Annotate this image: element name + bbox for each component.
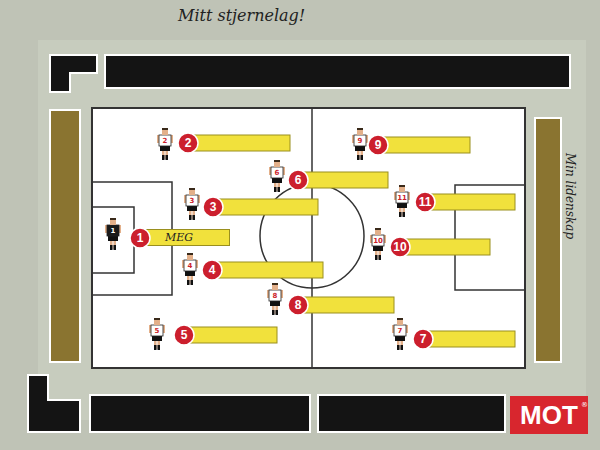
centre-line [311,108,313,368]
number-circle: 6 [287,169,309,191]
logo-box: MOT [510,396,588,434]
shirt-number: 4 [188,262,193,269]
player-figure [182,253,198,285]
stand [318,395,505,432]
name-bar [378,137,470,153]
player-figure [269,160,285,192]
stand [535,118,561,362]
stand [105,55,570,88]
stand [50,110,80,362]
player-figure [392,318,408,350]
player-number: 9 [375,139,382,151]
player-number: 1 [137,232,144,244]
player-number: 3 [210,201,217,213]
name-bar [184,327,277,343]
name-bar [400,239,490,255]
shirt-number: 3 [190,197,195,204]
shirt-number: 10 [373,237,383,244]
name-bar [423,331,515,347]
name-bar: MEG [140,229,230,246]
shirt-number: 7 [398,327,403,334]
number-circle: 2 [177,132,199,154]
title: Mitt stjernelag! [178,8,305,24]
stand [50,55,97,92]
shirt-number: 8 [273,292,278,299]
shirt-number: 11 [397,194,407,201]
player-figure [352,128,368,160]
player-figure [370,228,386,260]
player-figure [105,218,121,250]
player-number: 7 [420,333,427,345]
player-number: 11 [419,196,432,208]
number-circle: 3 [202,196,224,218]
stand [90,395,310,432]
shirt-number: 5 [155,327,160,334]
side-note: Min lidenskap [564,153,576,239]
number-circle: 11 [414,191,436,213]
player-number: 5 [181,329,188,341]
player-number: 4 [209,264,216,276]
number-circle: 8 [287,294,309,316]
goal-box [92,207,134,273]
number-circle: 5 [173,324,195,346]
shirt-number: 1 [111,227,116,234]
name-bar [188,135,290,151]
logo-text: MOT [520,402,578,428]
name-bar [298,172,388,188]
name-bars [184,135,515,347]
player-number: 6 [295,174,302,186]
shirt-number: 9 [358,137,363,144]
pitch [92,108,525,368]
name-bar [298,297,394,313]
name-bar [425,194,515,210]
player-figure [394,185,410,217]
number-circle: 1 [129,227,151,249]
number-circle: 9 [367,134,389,156]
number-circle: 10 [389,236,411,258]
player-number: 2 [185,137,192,149]
player-figure [184,188,200,220]
panel [38,40,586,420]
stand [28,375,80,432]
shirt-number: 2 [163,137,168,144]
number-circle: 7 [412,328,434,350]
name-bar [212,262,323,278]
shirt-number: 6 [275,169,280,176]
player-number: 8 [295,299,302,311]
name-bar [213,199,318,215]
registered-mark: ® [581,402,588,409]
number-circle: 4 [201,259,223,281]
player-name: MEG [165,232,193,243]
player-figure [157,128,173,160]
player-number: 10 [393,241,406,253]
player-figure [267,283,283,315]
player-figure [149,318,165,350]
